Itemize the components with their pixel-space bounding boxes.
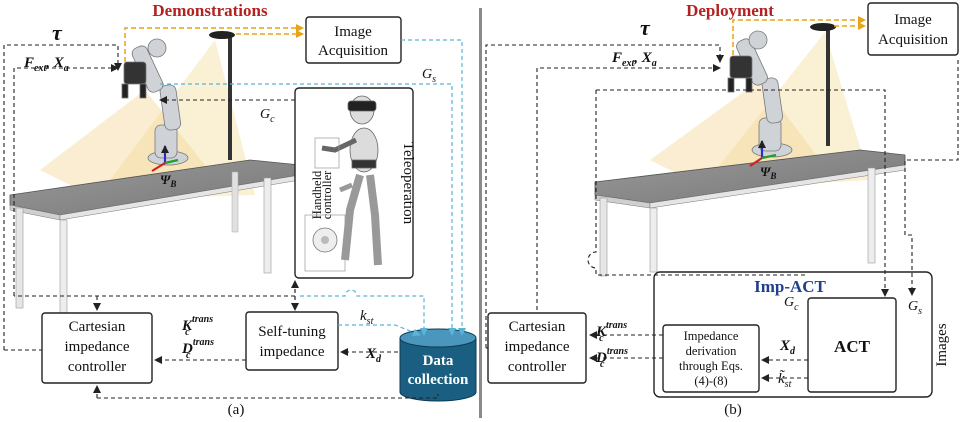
data-line2: collection <box>408 372 469 388</box>
images-label: Images <box>934 323 950 366</box>
data-line1: Data <box>423 353 454 369</box>
blue-teleop-to-data <box>300 289 428 336</box>
tau-label-right: τ <box>640 15 651 40</box>
human-teleoperator <box>321 95 382 266</box>
cart-line2: impedance <box>65 339 130 355</box>
conn-r-gs <box>904 60 959 296</box>
image-acq-r-line1: Image <box>894 12 932 28</box>
selftune-line2: impedance <box>260 344 325 360</box>
frame-axes-right <box>749 140 777 167</box>
act-label: ACT <box>834 337 871 356</box>
fext-xa-label-right: Fext, Xa <box>611 50 657 69</box>
impder-line3: through Eqs. <box>679 359 743 373</box>
frame-axes-left <box>151 145 179 172</box>
conn-fext-loop <box>13 64 119 296</box>
psi-b-label-right: ΨB <box>760 164 776 181</box>
imp-act-title: Imp-ACT <box>754 277 826 296</box>
yellow-arrow-top-right <box>732 16 866 55</box>
conn-r-fext <box>536 64 721 310</box>
psi-b-label: ΨB <box>160 172 176 189</box>
image-acq-r-line2: Acquisition <box>878 32 948 48</box>
fext-xa-label-left: Fext, Xa <box>23 55 69 74</box>
impder-line4: (4)-(8) <box>694 374 727 388</box>
self-tuning-impedance-box <box>245 311 339 371</box>
handheld-label-1: Handheld <box>310 170 324 219</box>
gs-label-left: Gs <box>422 67 436 85</box>
impder-line2: derivation <box>686 344 737 358</box>
image-acq-line1: Image <box>334 24 372 40</box>
gs-label-right: Gs <box>908 299 922 317</box>
selftune-line1: Self-tuning <box>258 324 326 340</box>
camera-right <box>810 23 836 146</box>
robot-arm-left <box>121 38 189 166</box>
conn-bottom-return <box>97 394 439 399</box>
cart-r-line3: controller <box>508 359 566 375</box>
cart-line1: Cartesian <box>69 319 126 335</box>
panel-divider <box>479 8 482 418</box>
handheld-label-2: controller <box>320 170 334 219</box>
image-acquisition-box-right <box>867 2 959 56</box>
caption-a: (a) <box>228 402 245 418</box>
panel-deployment: Deployment <box>485 1 959 418</box>
handheld-controller-box <box>314 137 340 169</box>
yellow-arrow-top-left <box>124 24 304 62</box>
table-left <box>9 159 301 316</box>
table-right <box>594 149 906 277</box>
caption-b: (b) <box>724 402 742 418</box>
tau-label-left: τ <box>52 20 63 45</box>
teleoperation-label: Teleoperation <box>400 142 416 225</box>
conn-r-tau <box>485 44 724 348</box>
cart-r-line1: Cartesian <box>509 319 566 335</box>
panel-title-deployment: Deployment <box>686 1 774 20</box>
cart-line3: controller <box>68 359 126 375</box>
impder-line1: Impedance <box>684 329 739 343</box>
kst-tilde-label-right: k̃st <box>778 370 792 390</box>
data-collection-database <box>399 328 477 402</box>
blue-kst-to-data <box>338 324 421 337</box>
gc-label-left: Gc <box>260 107 275 125</box>
xd-label-right: Xd <box>779 338 796 357</box>
image-acq-line2: Acquisition <box>318 43 388 59</box>
handheld-controller-icon <box>304 214 346 272</box>
conn-r-gc-loop <box>596 89 889 297</box>
cart-r-line2: impedance <box>505 339 570 355</box>
kst-label-left: kst <box>360 308 374 327</box>
cartesian-controller-box-left <box>41 312 153 384</box>
panel-title-demonstrations: Demonstrations <box>152 1 268 20</box>
camera-left <box>209 31 235 160</box>
xd-label-left: Xd <box>365 346 382 365</box>
conn-r-to-act <box>587 90 805 276</box>
act-box <box>807 297 897 393</box>
workspace-light-left <box>40 90 225 195</box>
panel-demonstrations: Demonstrations <box>3 1 477 418</box>
gc-label-right: Gc <box>784 295 799 313</box>
